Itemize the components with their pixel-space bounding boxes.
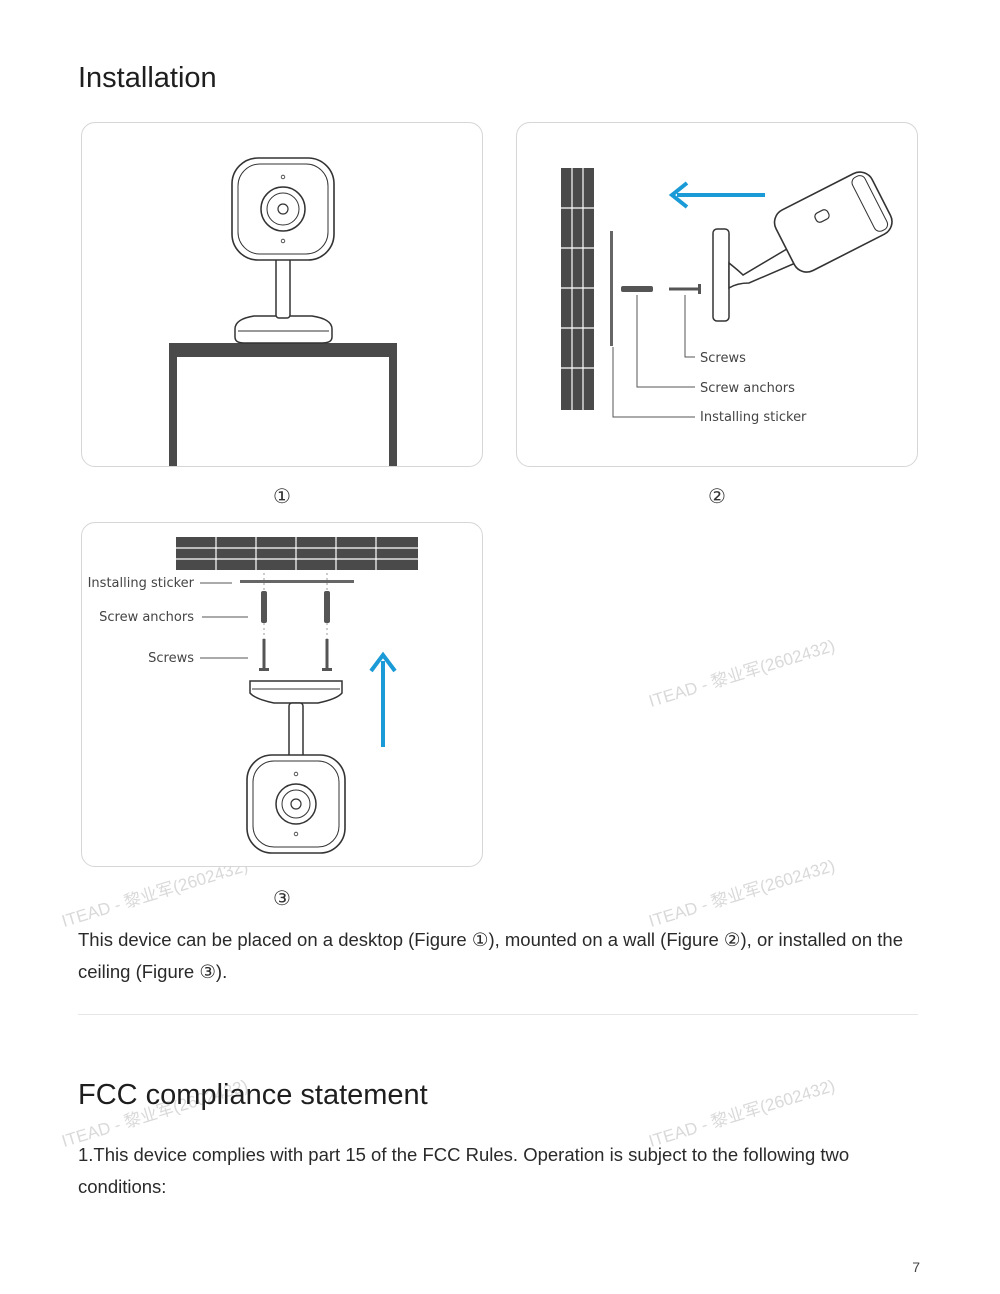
figure-3-panel: Installing sticker Screw anchors Screws xyxy=(81,522,483,867)
label-installing-sticker: Installing sticker xyxy=(88,576,195,591)
label-screws: Screws xyxy=(148,651,194,666)
label-installing-sticker: Installing sticker xyxy=(700,410,807,425)
figure-2-caption: ② xyxy=(708,484,726,508)
figure-3-caption: ③ xyxy=(273,886,291,910)
figure-1-panel xyxy=(81,122,483,467)
label-screw-anchors: Screw anchors xyxy=(99,610,194,625)
ceiling-mount-illustration: Installing sticker Screw anchors Screws xyxy=(88,537,418,854)
fcc-text: 1.This device complies with part 15 of t… xyxy=(78,1144,850,1197)
watermark: ITEAD - 黎业军(2602432) xyxy=(646,636,838,711)
figure-1-caption: ① xyxy=(273,484,291,508)
page-number: 7 xyxy=(912,1259,920,1275)
label-screw-anchors: Screw anchors xyxy=(700,381,795,396)
desktop-camera-illustration xyxy=(169,157,397,466)
wall-mount-illustration: Screws Screw anchors Installing sticker xyxy=(561,168,893,425)
section-divider xyxy=(78,1014,918,1015)
section-title-fcc: FCC compliance statement xyxy=(78,1079,428,1111)
watermark: ITEAD - 黎业军(2602432) xyxy=(646,856,838,931)
installation-description: This device can be placed on a desktop (… xyxy=(78,929,903,982)
section-title-installation: Installation xyxy=(78,62,217,94)
figure-2-panel: Screws Screw anchors Installing sticker xyxy=(516,122,918,467)
label-screws: Screws xyxy=(700,351,746,366)
